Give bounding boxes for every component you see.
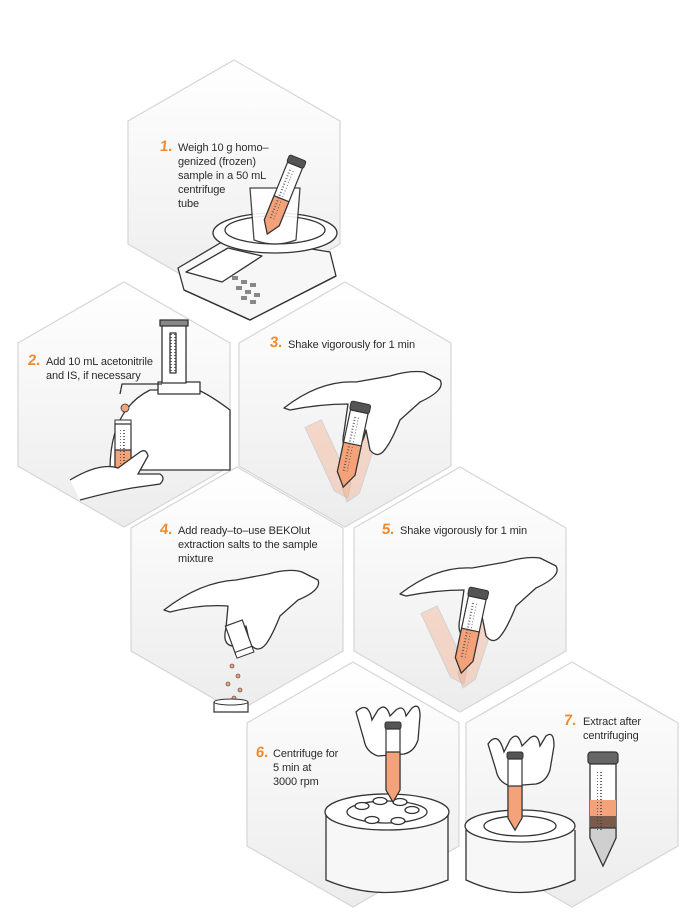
tube-step-1 xyxy=(263,154,307,235)
hand-step-2 xyxy=(69,450,164,501)
step-6-line: 5 min at xyxy=(273,762,312,774)
shake-illustration-5 xyxy=(399,556,558,689)
step-7-number: 7. xyxy=(563,712,578,729)
step-6-text: Centrifuge for 5 min at 3000 rpm xyxy=(273,747,338,789)
shake-illustration-3 xyxy=(283,370,442,503)
step-4-text: Add ready–to–use BEKOlut extraction salt… xyxy=(178,524,318,566)
step-2-text: Add 10 mL acetonitrile and IS, if necess… xyxy=(46,355,153,383)
step-7-text: Extract after centrifuging xyxy=(583,715,641,743)
step-2-line: and IS, if necessary xyxy=(46,370,141,382)
step-7-line: centrifuging xyxy=(583,730,639,742)
separated-tube xyxy=(587,751,619,868)
step-1-line: centrifuge xyxy=(178,184,226,196)
step-5-line: Shake vigorously for 1 min xyxy=(400,525,528,537)
step-1-number: 1. xyxy=(159,138,174,155)
step-1-line: tube xyxy=(178,198,200,210)
step-6-line: Centrifuge for xyxy=(273,748,339,760)
step-5-text: Shake vigorously for 1 min xyxy=(400,524,527,538)
step-7-line: Extract after xyxy=(583,716,641,728)
centrifuge-illustration-7 xyxy=(464,733,576,894)
salt-illustration xyxy=(163,569,320,713)
step-2-line: Add 10 mL acetonitrile xyxy=(46,356,153,368)
step-6-line: 3000 rpm xyxy=(273,776,319,788)
tube-step-6 xyxy=(384,721,402,804)
step-3-number: 3. xyxy=(269,334,284,351)
step-1-line: sample in a 50 mL xyxy=(178,170,267,182)
step-4-line: Add ready–to–use BEKOlut xyxy=(178,525,311,537)
step-1-line: genized (frozen) xyxy=(178,156,256,168)
tube-step-7-in-hand xyxy=(506,751,524,832)
acetonitrile-drop xyxy=(120,403,130,413)
step-1-text: Weigh 10 g homo– genized (frozen) sample… xyxy=(178,141,269,211)
step-4-line: mixture xyxy=(178,553,214,565)
step-4-line: extraction salts to the sample xyxy=(178,539,318,551)
step-6-number: 6. xyxy=(255,744,270,761)
step-3-text: Shake vigorously for 1 min xyxy=(288,338,415,352)
step-5-number: 5. xyxy=(381,521,396,538)
step-4-number: 4. xyxy=(159,521,174,538)
step-3-line: Shake vigorously for 1 min xyxy=(288,339,416,351)
step-1-line: Weigh 10 g homo– xyxy=(178,142,269,154)
step-2-number: 2. xyxy=(27,352,42,369)
